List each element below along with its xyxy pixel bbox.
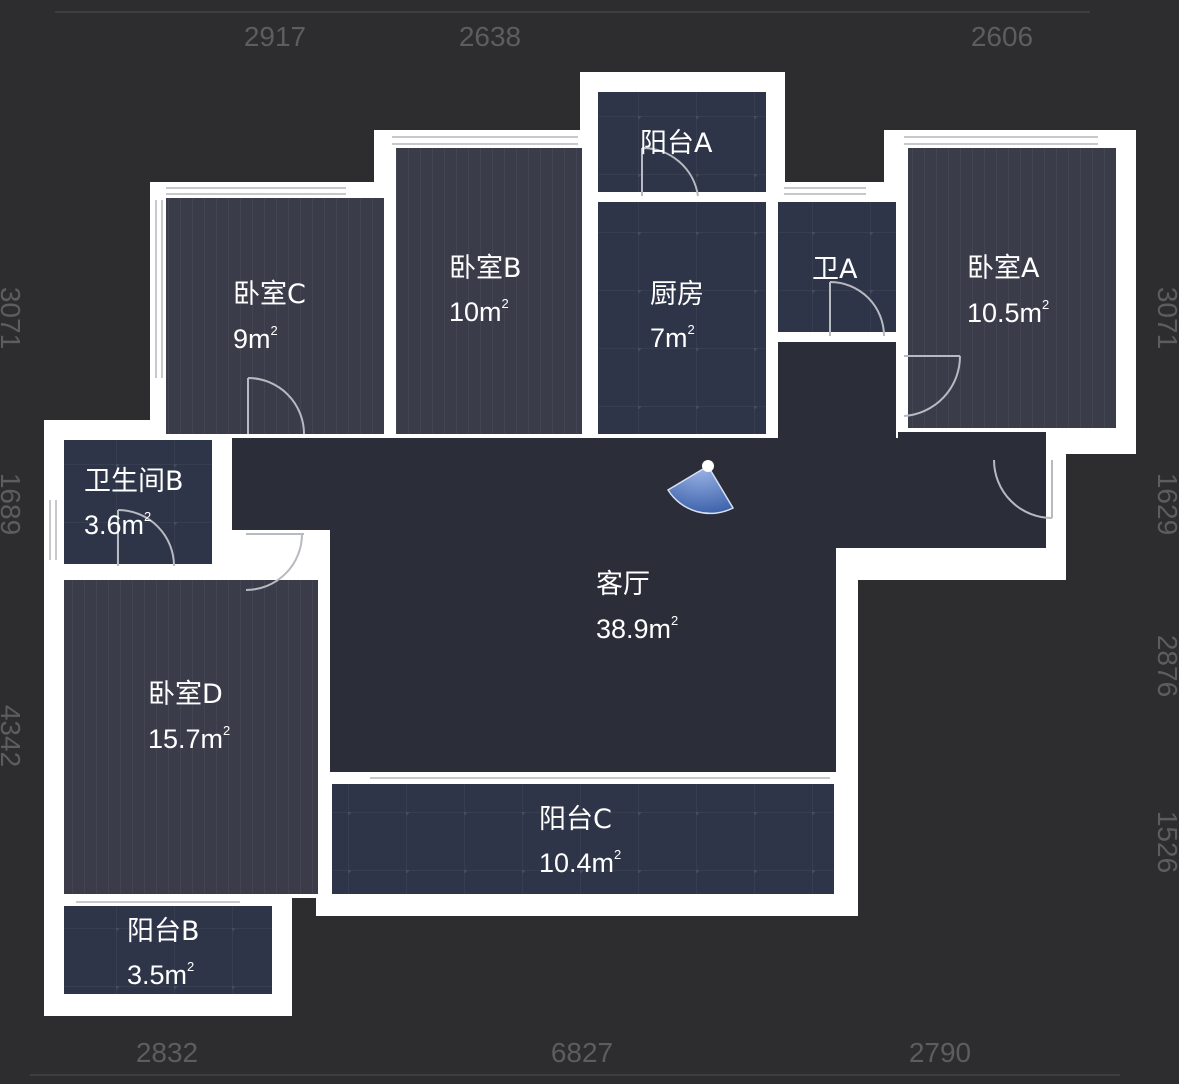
area-balcony-b: 3.5m2	[127, 959, 194, 990]
floor-bath-a	[778, 202, 896, 332]
dim-right-2: 1629	[1152, 473, 1179, 535]
label-balcony-b: 阳台B	[127, 916, 200, 947]
floor-bedroom-c	[166, 198, 384, 434]
label-balcony-c: 阳台C	[539, 804, 612, 835]
label-bedroom-d: 卧室D	[148, 679, 223, 710]
room-floors	[64, 92, 1116, 994]
label-kitchen: 厨房	[650, 279, 704, 310]
area-bedroom-c: 9m2	[233, 323, 278, 354]
dim-left-2: 1689	[0, 473, 26, 535]
dim-left-3: 4342	[0, 705, 26, 767]
label-bedroom-a: 卧室A	[967, 253, 1040, 284]
doors	[117, 146, 1053, 591]
label-bedroom-c: 卧室C	[233, 279, 306, 310]
dimension-labels: 2917 2638 2606 2832 6827 2790 3071 1689 …	[0, 21, 1179, 1068]
dim-left-1: 3071	[0, 287, 26, 349]
floor-balcony-c	[332, 784, 834, 894]
area-bedroom-d: 15.7m2	[148, 723, 230, 754]
floor-balcony-b	[64, 906, 272, 994]
label-bath-b: 卫生间B	[84, 466, 184, 497]
windows	[49, 136, 1098, 903]
label-bath-a: 卫A	[812, 254, 858, 285]
label-balcony-a: 阳台A	[640, 128, 713, 159]
area-kitchen: 7m2	[650, 322, 695, 353]
label-bedroom-b: 卧室B	[449, 253, 522, 284]
dim-top-2: 2638	[459, 21, 521, 52]
floor-kitchen	[598, 202, 766, 434]
area-balcony-c: 10.4m2	[539, 847, 621, 878]
dim-right-3: 2876	[1152, 635, 1179, 697]
label-living: 客厅	[596, 569, 650, 600]
dim-right-4: 1526	[1152, 811, 1179, 873]
dimension-lines	[30, 11, 1120, 1076]
area-bedroom-b: 10m2	[449, 296, 509, 327]
area-bath-b: 3.6m2	[84, 509, 151, 540]
floor-bedroom-b	[396, 148, 582, 434]
area-bedroom-a: 10.5m2	[967, 297, 1049, 328]
dim-bottom-1: 2832	[136, 1037, 198, 1068]
dim-top-3: 2606	[971, 21, 1033, 52]
room-labels: 卧室C 9m2 卧室B 10m2 阳台A 厨房 7m2 卫A 卧室A 10.5m…	[84, 128, 1049, 990]
floor-bath-b	[64, 440, 212, 564]
floor-balcony-a	[598, 92, 766, 192]
floor-bedroom-d	[64, 580, 318, 894]
camera-view-cone-icon[interactable]	[666, 460, 735, 515]
dim-right-1: 3071	[1152, 287, 1179, 349]
dim-bottom-2: 6827	[551, 1037, 613, 1068]
floor-bedroom-a	[908, 148, 1116, 428]
floor-living	[232, 342, 1046, 772]
dim-bottom-3: 2790	[909, 1037, 971, 1068]
dim-top-1: 2917	[244, 21, 306, 52]
area-living: 38.9m2	[596, 613, 678, 644]
